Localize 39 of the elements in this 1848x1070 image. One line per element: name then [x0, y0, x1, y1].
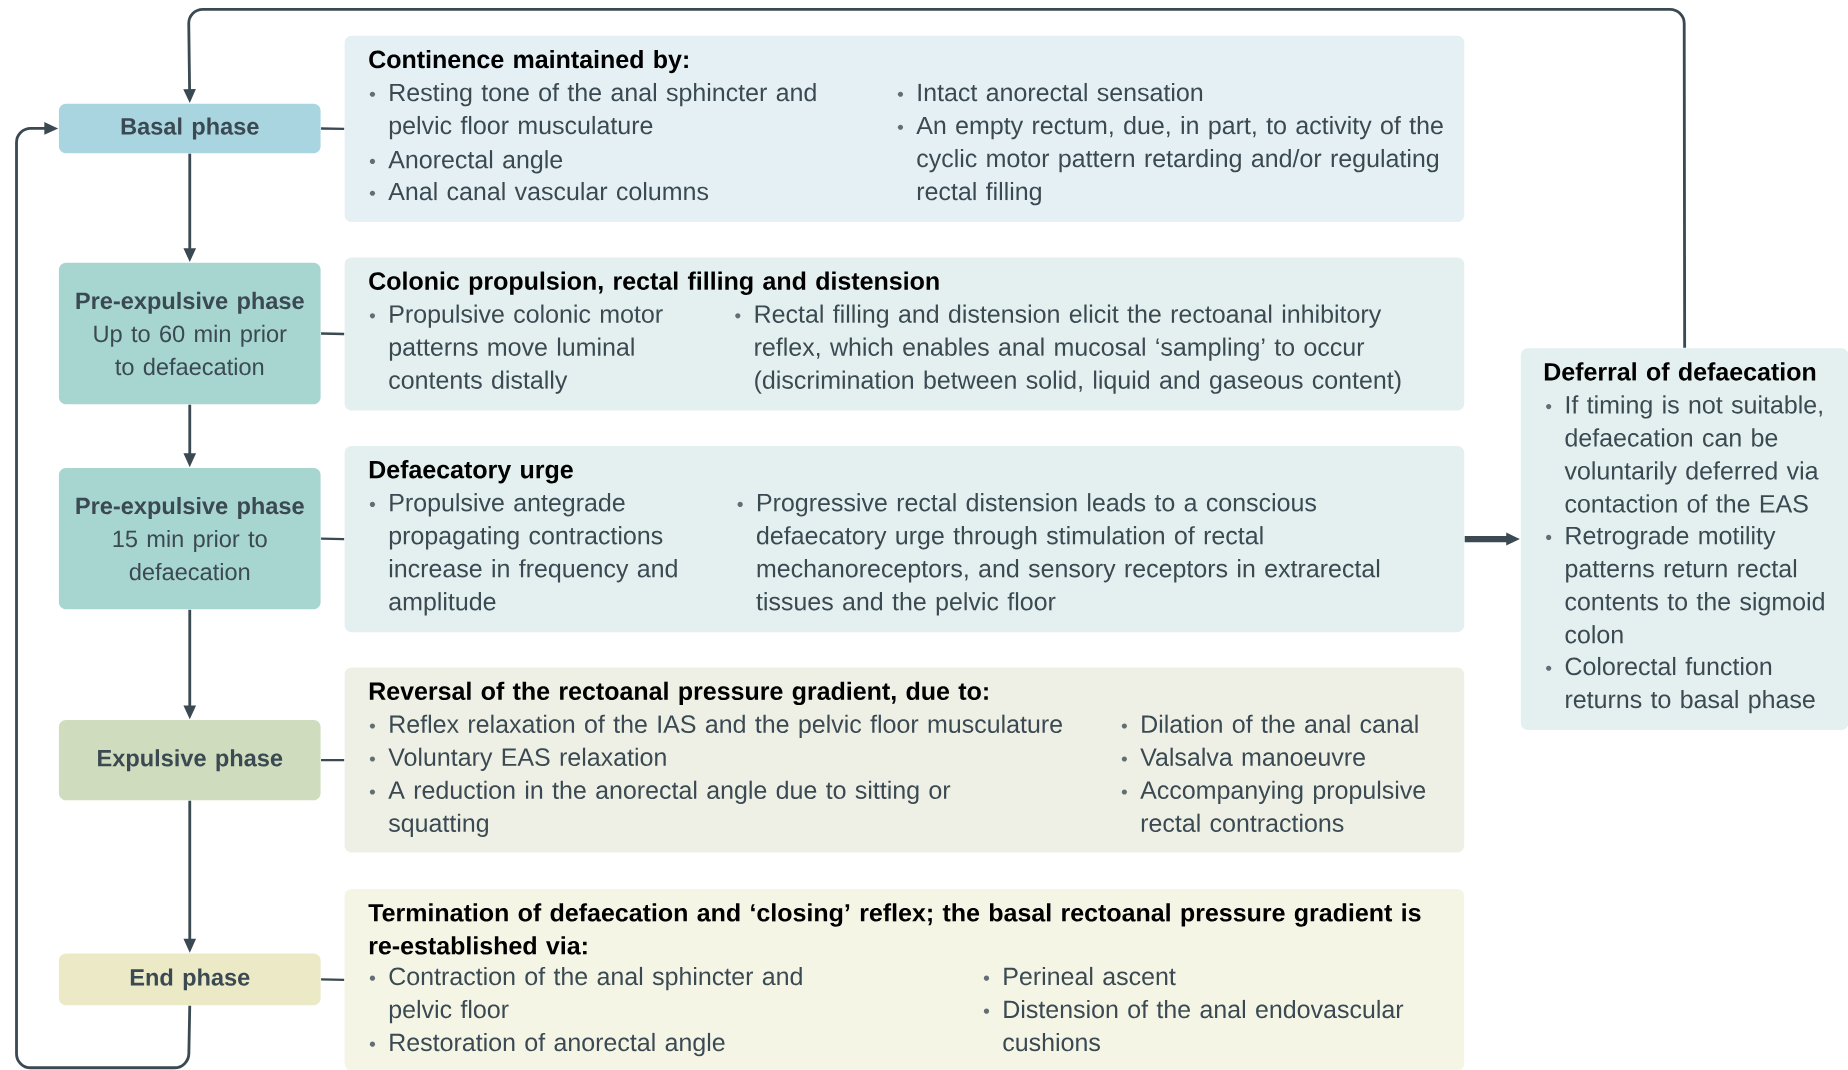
connector-line — [321, 978, 345, 981]
panel-heading: Reversal of the rectoanal pressure gradient, due to: — [369, 681, 988, 705]
phase-box: Basal phase — [58, 103, 321, 154]
bullet-item: Voluntary EAS relaxation — [388, 747, 666, 771]
bullet-item: Distension of the anal endovascular cushions — [1003, 999, 1404, 1052]
bullet-item: An empty rectum, due, in part, to activity of the cyclic motor pattern retarding and/or regulating rectal filling — [916, 115, 1443, 206]
bullet-item: Dilation of the anal canal — [1142, 714, 1418, 733]
panel-heading: Defaecatory urge — [369, 460, 573, 484]
connector-line — [321, 758, 345, 762]
arrow — [15, 122, 192, 1070]
phase-box: End phase — [58, 953, 321, 1006]
panel-heading: Colonic propulsion, rectal filling and distension — [369, 271, 939, 295]
bullet-item: Accompanying propulsive rectal contractions — [1140, 780, 1426, 832]
bullet-item: A reduction in the anorectal angle due to sitting or squatting — [388, 780, 951, 837]
bullet-item: Reflex relaxation of the IAS and the pelvic floor musculature — [390, 714, 1062, 738]
bullet-item: Intact anorectal sensation — [918, 82, 1203, 102]
bullet-item: Anorectal angle — [388, 150, 563, 174]
bullet-item: Progressive rectal distension leads to a conscious defaecatory urge through stimulation of rectal mechanoreceptors, and sensory receptors in extrarectal tissues and the pelvic floor — [756, 493, 1380, 616]
bullet-item: Rectal filling and distension elicit the rectoanal inhibitory reflex, which enables anal mucosal ‘sampling’ to occur (discrimination between solid, liquid and gaseous content) — [755, 304, 1401, 394]
panel-heading: Termination of defaecation and ‘closing’ reflex; the basal rectoanal pressure gradient is re-established via: — [368, 903, 1421, 955]
panel-heading: Continence maintained by: — [369, 49, 688, 74]
bullet-item: Valsalva manoeuvre — [1140, 747, 1365, 766]
phase-box: Pre-expulsive phase Up to 60 min prior to defaecation — [58, 262, 321, 405]
bullet-item: Restoration of anorectal angle — [390, 1032, 725, 1057]
bullet-item: Contraction of the anal sphincter and pelvic floor — [389, 966, 802, 1024]
panel-heading: Deferral of defaecation — [1544, 362, 1816, 381]
bullet-item: Perineal ascent — [1004, 966, 1176, 986]
connector-line — [321, 332, 345, 336]
phase-box: Expulsive phase — [58, 720, 321, 801]
connector-line — [321, 127, 345, 131]
bullet-item: If timing is not suitable, defaecation can be voluntarily deferred via contaction of the EAS — [1564, 395, 1822, 513]
bullet-item: Colorectal function returns to basal phase — [1565, 656, 1815, 714]
connector-line — [321, 537, 345, 541]
phase-box: Pre-expulsive phase 15 min prior to defaecation — [58, 467, 321, 610]
bullet-item: Propulsive antegrade propagating contractions increase in frequency and amplitude — [389, 493, 677, 616]
bullet-item: Propulsive colonic motor patterns move luminal contents distally — [389, 304, 663, 394]
bullet-item: Retrograde motility patterns return rectal contents to the sigmoid colon — [1565, 526, 1824, 644]
bullet-item: Anal canal vascular columns — [388, 181, 709, 201]
bullet-item: Resting tone of the anal sphincter and pelvic floor musculature — [389, 82, 816, 140]
